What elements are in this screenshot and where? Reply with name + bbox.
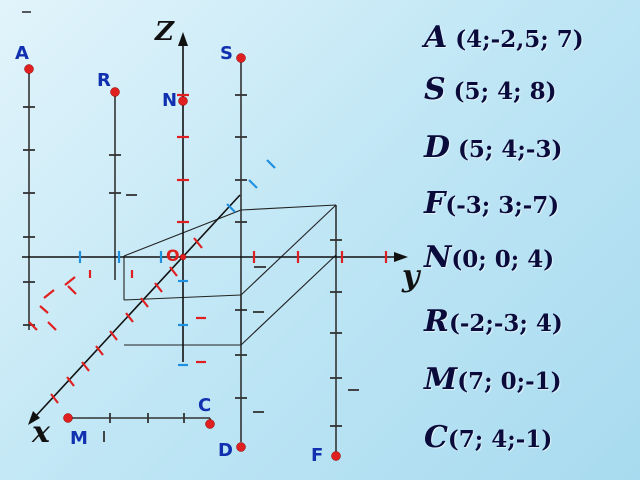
- point-c: [205, 419, 215, 429]
- coord-r: R(-2;-3; 4): [424, 304, 563, 339]
- label-r: R: [97, 70, 111, 91]
- coordinates-list: A (4;-2,5; 7) S (5; 4; 8) D (5; 4;-3) F(…: [424, 0, 640, 480]
- point-a: [24, 64, 34, 74]
- coord-f: F(-3; 3;-7): [424, 186, 560, 221]
- z-axis-arrow: [178, 32, 188, 46]
- x-axis-label: x: [31, 415, 51, 450]
- x-axis: [33, 194, 241, 419]
- z-axis-label: Z: [154, 17, 175, 47]
- coord-c: C(7; 4;-1): [424, 420, 553, 455]
- label-m: M: [70, 428, 88, 449]
- point-d: [236, 442, 246, 452]
- blue-ticks: [78, 159, 276, 367]
- point-n: [178, 96, 188, 106]
- label-a: A: [15, 43, 29, 64]
- point-r: [110, 87, 120, 97]
- coord-s: S (5; 4; 8): [424, 72, 557, 107]
- label-origin: O: [166, 246, 180, 265]
- label-s: S: [220, 43, 233, 64]
- point-s: [236, 53, 246, 63]
- coord-n: N(0; 0; 4): [424, 240, 555, 275]
- point-m: [63, 413, 73, 423]
- gray-ticks: [23, 94, 359, 442]
- axes: [22, 40, 398, 419]
- guide-lines: [28, 58, 337, 455]
- y-axis-arrow: [394, 252, 408, 262]
- y-axis-label: y: [401, 259, 422, 294]
- axis-ticks: [28, 93, 388, 404]
- point-f: [331, 451, 341, 461]
- x-axis-arrow: [28, 411, 40, 425]
- coord-a: A (4;-2,5; 7): [424, 20, 584, 55]
- box-edges: [123, 204, 337, 346]
- label-c: C: [198, 395, 211, 416]
- points: [24, 53, 341, 461]
- point-o: [179, 253, 187, 261]
- coord-d: D (5; 4;-3): [424, 130, 563, 165]
- label-n: N: [162, 90, 177, 111]
- coord-m: M(7; 0;-1): [424, 362, 562, 397]
- label-f: F: [311, 445, 323, 466]
- label-d: D: [218, 440, 233, 461]
